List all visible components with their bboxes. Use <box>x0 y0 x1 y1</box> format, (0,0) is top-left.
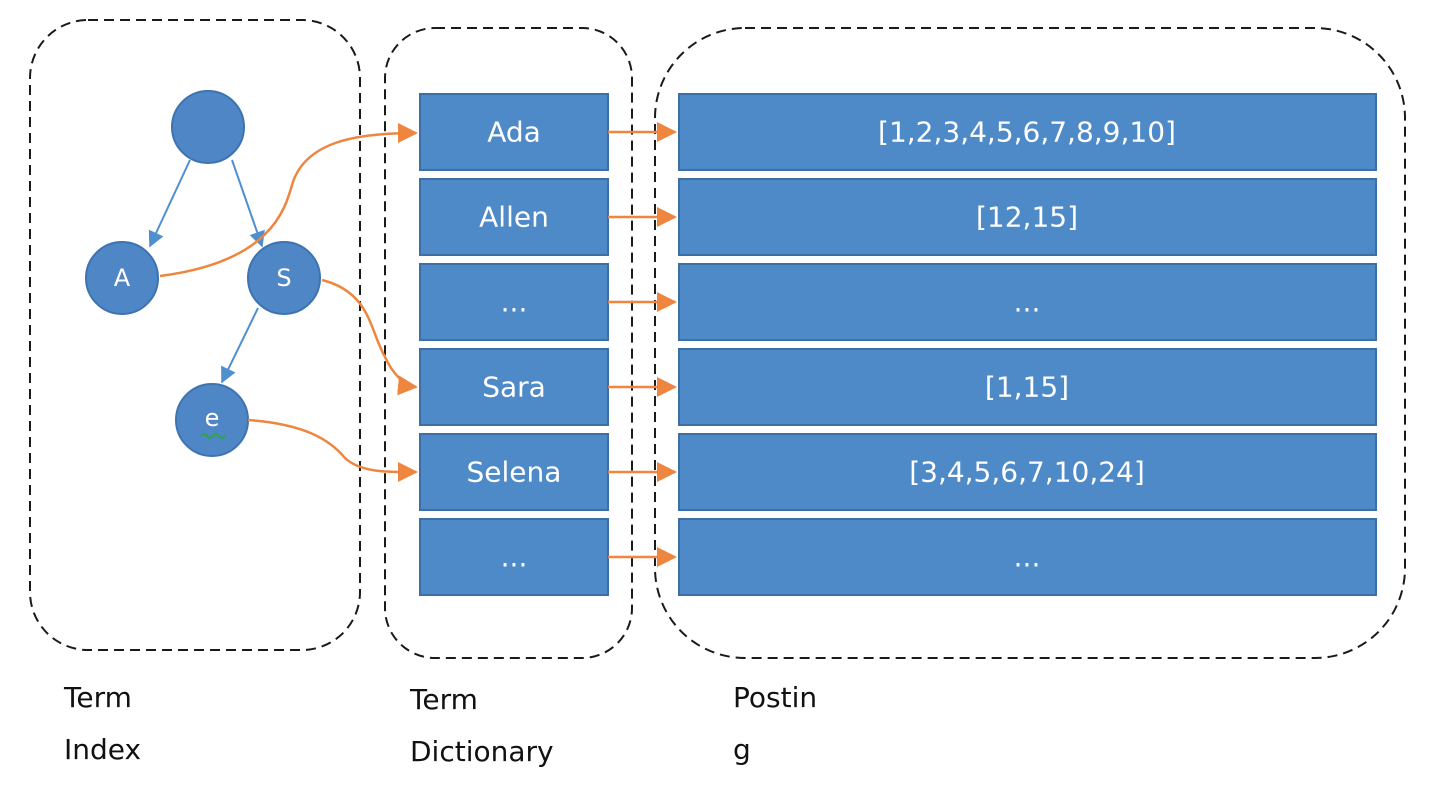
tree-node-e: e <box>175 383 249 457</box>
posting-list: ... <box>1014 286 1041 319</box>
dictionary-cell-1: Allen <box>419 178 609 256</box>
caption-term-dictionary-line-2: Dictionary <box>410 735 554 768</box>
posting-list: ... <box>1014 541 1041 574</box>
link-e-to-selena <box>247 418 418 483</box>
caption-posting-line-1: Postin <box>733 681 818 714</box>
caption-posting-line-2: g <box>733 733 751 766</box>
posting-cell-0: [1,2,3,4,5,6,7,8,9,10] <box>678 93 1377 171</box>
tree-node-e-label: e <box>205 404 220 432</box>
link-a-to-ada <box>159 123 418 278</box>
dictionary-term: Selena <box>467 456 562 489</box>
dictionary-cell-0: Ada <box>419 93 609 171</box>
tree-node-a: A <box>85 241 159 315</box>
dictionary-cell-2: ... <box>419 263 609 341</box>
caption-term-dictionary: Term Dictionary <box>410 674 554 778</box>
dictionary-term: Allen <box>479 201 549 234</box>
term-dictionary-box <box>384 27 633 659</box>
tree-node-s-label: S <box>276 264 291 292</box>
tree-node-root <box>171 90 245 164</box>
dictionary-cell-3: Sara <box>419 348 609 426</box>
link-s-to-sara <box>321 278 418 396</box>
posting-list: [1,15] <box>985 371 1069 404</box>
tree-node-a-label: A <box>114 264 131 292</box>
dictionary-term: Sara <box>482 371 546 404</box>
posting-cell-5: ... <box>678 518 1377 596</box>
caption-term-index-line-1: Term <box>64 681 132 714</box>
caption-term-index: Term Index <box>64 672 141 776</box>
tree-node-s: S <box>247 241 321 315</box>
caption-posting: Postin g <box>733 672 817 776</box>
dictionary-cell-4: Selena <box>419 433 609 511</box>
dictionary-term: Ada <box>487 116 541 149</box>
dictionary-cell-5: ... <box>419 518 609 596</box>
caption-term-index-line-2: Index <box>64 733 142 766</box>
term-index-box <box>29 19 361 651</box>
posting-list: [3,4,5,6,7,10,24] <box>909 456 1145 489</box>
spellcheck-squiggle <box>200 433 226 439</box>
posting-cell-2: ... <box>678 263 1377 341</box>
posting-cell-3: [1,15] <box>678 348 1377 426</box>
caption-term-dictionary-line-1: Term <box>410 683 478 716</box>
posting-list: [12,15] <box>976 201 1078 234</box>
posting-cell-1: [12,15] <box>678 178 1377 256</box>
edge-s-e <box>221 307 259 384</box>
posting-cell-4: [3,4,5,6,7,10,24] <box>678 433 1377 511</box>
dictionary-term: ... <box>501 286 528 319</box>
edge-root-a <box>148 159 191 248</box>
posting-box <box>654 27 1406 659</box>
posting-list: [1,2,3,4,5,6,7,8,9,10] <box>878 116 1176 149</box>
edge-root-s <box>231 159 265 248</box>
dictionary-term: ... <box>501 541 528 574</box>
